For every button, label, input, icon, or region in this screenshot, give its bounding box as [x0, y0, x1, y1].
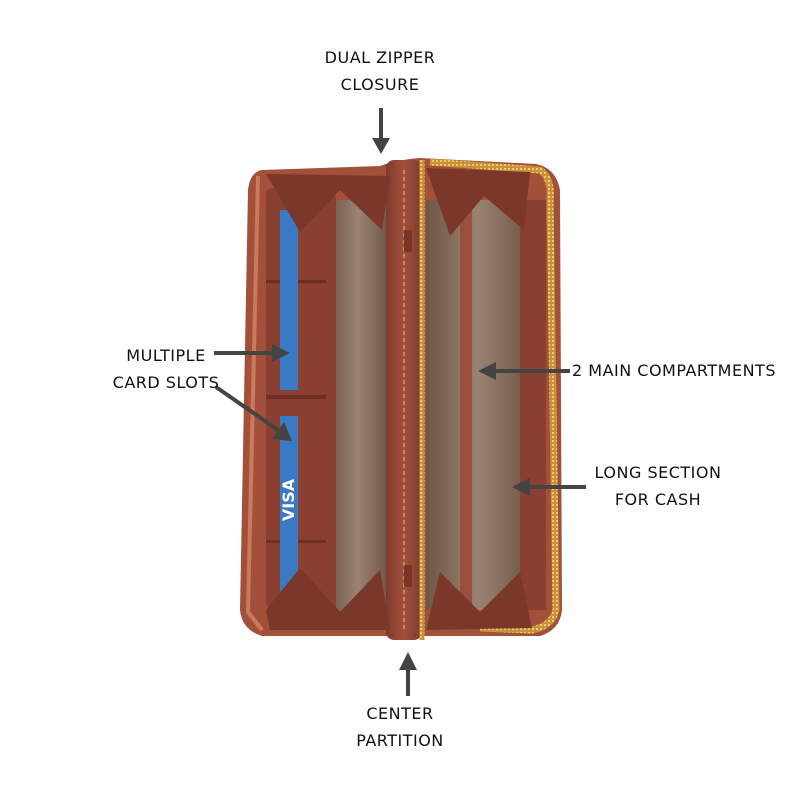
- card-brand-text: VISA: [279, 478, 298, 521]
- arrow-dual-zipper: [372, 108, 390, 154]
- label-center-partition: CENTER PARTITION: [330, 700, 470, 754]
- right-zipper: [429, 158, 560, 634]
- label-line: PARTITION: [356, 731, 444, 750]
- left-zipper-track: [245, 175, 264, 632]
- label-line: CARD SLOTS: [112, 373, 220, 392]
- left-compartment-lining: [328, 200, 388, 610]
- blue-card-1: [280, 210, 298, 390]
- blue-card-2: [280, 416, 298, 606]
- label-multiple-card-slots: MULTIPLE CARD SLOTS: [96, 342, 236, 396]
- label-line: DUAL ZIPPER: [324, 48, 436, 67]
- bottom-gusset-right: [426, 572, 532, 630]
- label-line: LONG SECTION: [594, 463, 722, 482]
- card-slot-divider-2: [266, 395, 326, 399]
- top-gusset-right: [426, 168, 530, 236]
- center-partition: [386, 160, 422, 640]
- zipper-pull-bottom: [404, 565, 412, 587]
- arrow-center-partition: [399, 652, 417, 696]
- right-compartment-lining: [426, 200, 530, 610]
- arrow-card-slot-1: [214, 344, 290, 362]
- label-main-compartments: 2 MAIN COMPARTMENTS: [572, 357, 776, 384]
- zipper-pull-top: [404, 230, 412, 252]
- label-long-section-cash: LONG SECTION FOR CASH: [578, 459, 738, 513]
- label-line: CLOSURE: [340, 75, 420, 94]
- arrows: [214, 108, 586, 696]
- right-inner-wall: [460, 196, 472, 612]
- top-gusset-left: [266, 174, 390, 232]
- label-line: FOR CASH: [614, 490, 702, 509]
- arrow-main-compartments: [478, 362, 570, 380]
- bottom-gusset-left: [266, 568, 390, 630]
- left-compartment-wall: [326, 196, 336, 612]
- arrow-cash-section: [512, 478, 586, 496]
- label-line: CENTER: [366, 704, 434, 723]
- right-outer-wall: [520, 200, 546, 610]
- label-line: 2 MAIN COMPARTMENTS: [572, 361, 776, 380]
- label-dual-zipper-closure: DUAL ZIPPER CLOSURE: [300, 44, 460, 98]
- arrow-card-slot-2: [214, 385, 292, 441]
- label-line: MULTIPLE: [126, 346, 206, 365]
